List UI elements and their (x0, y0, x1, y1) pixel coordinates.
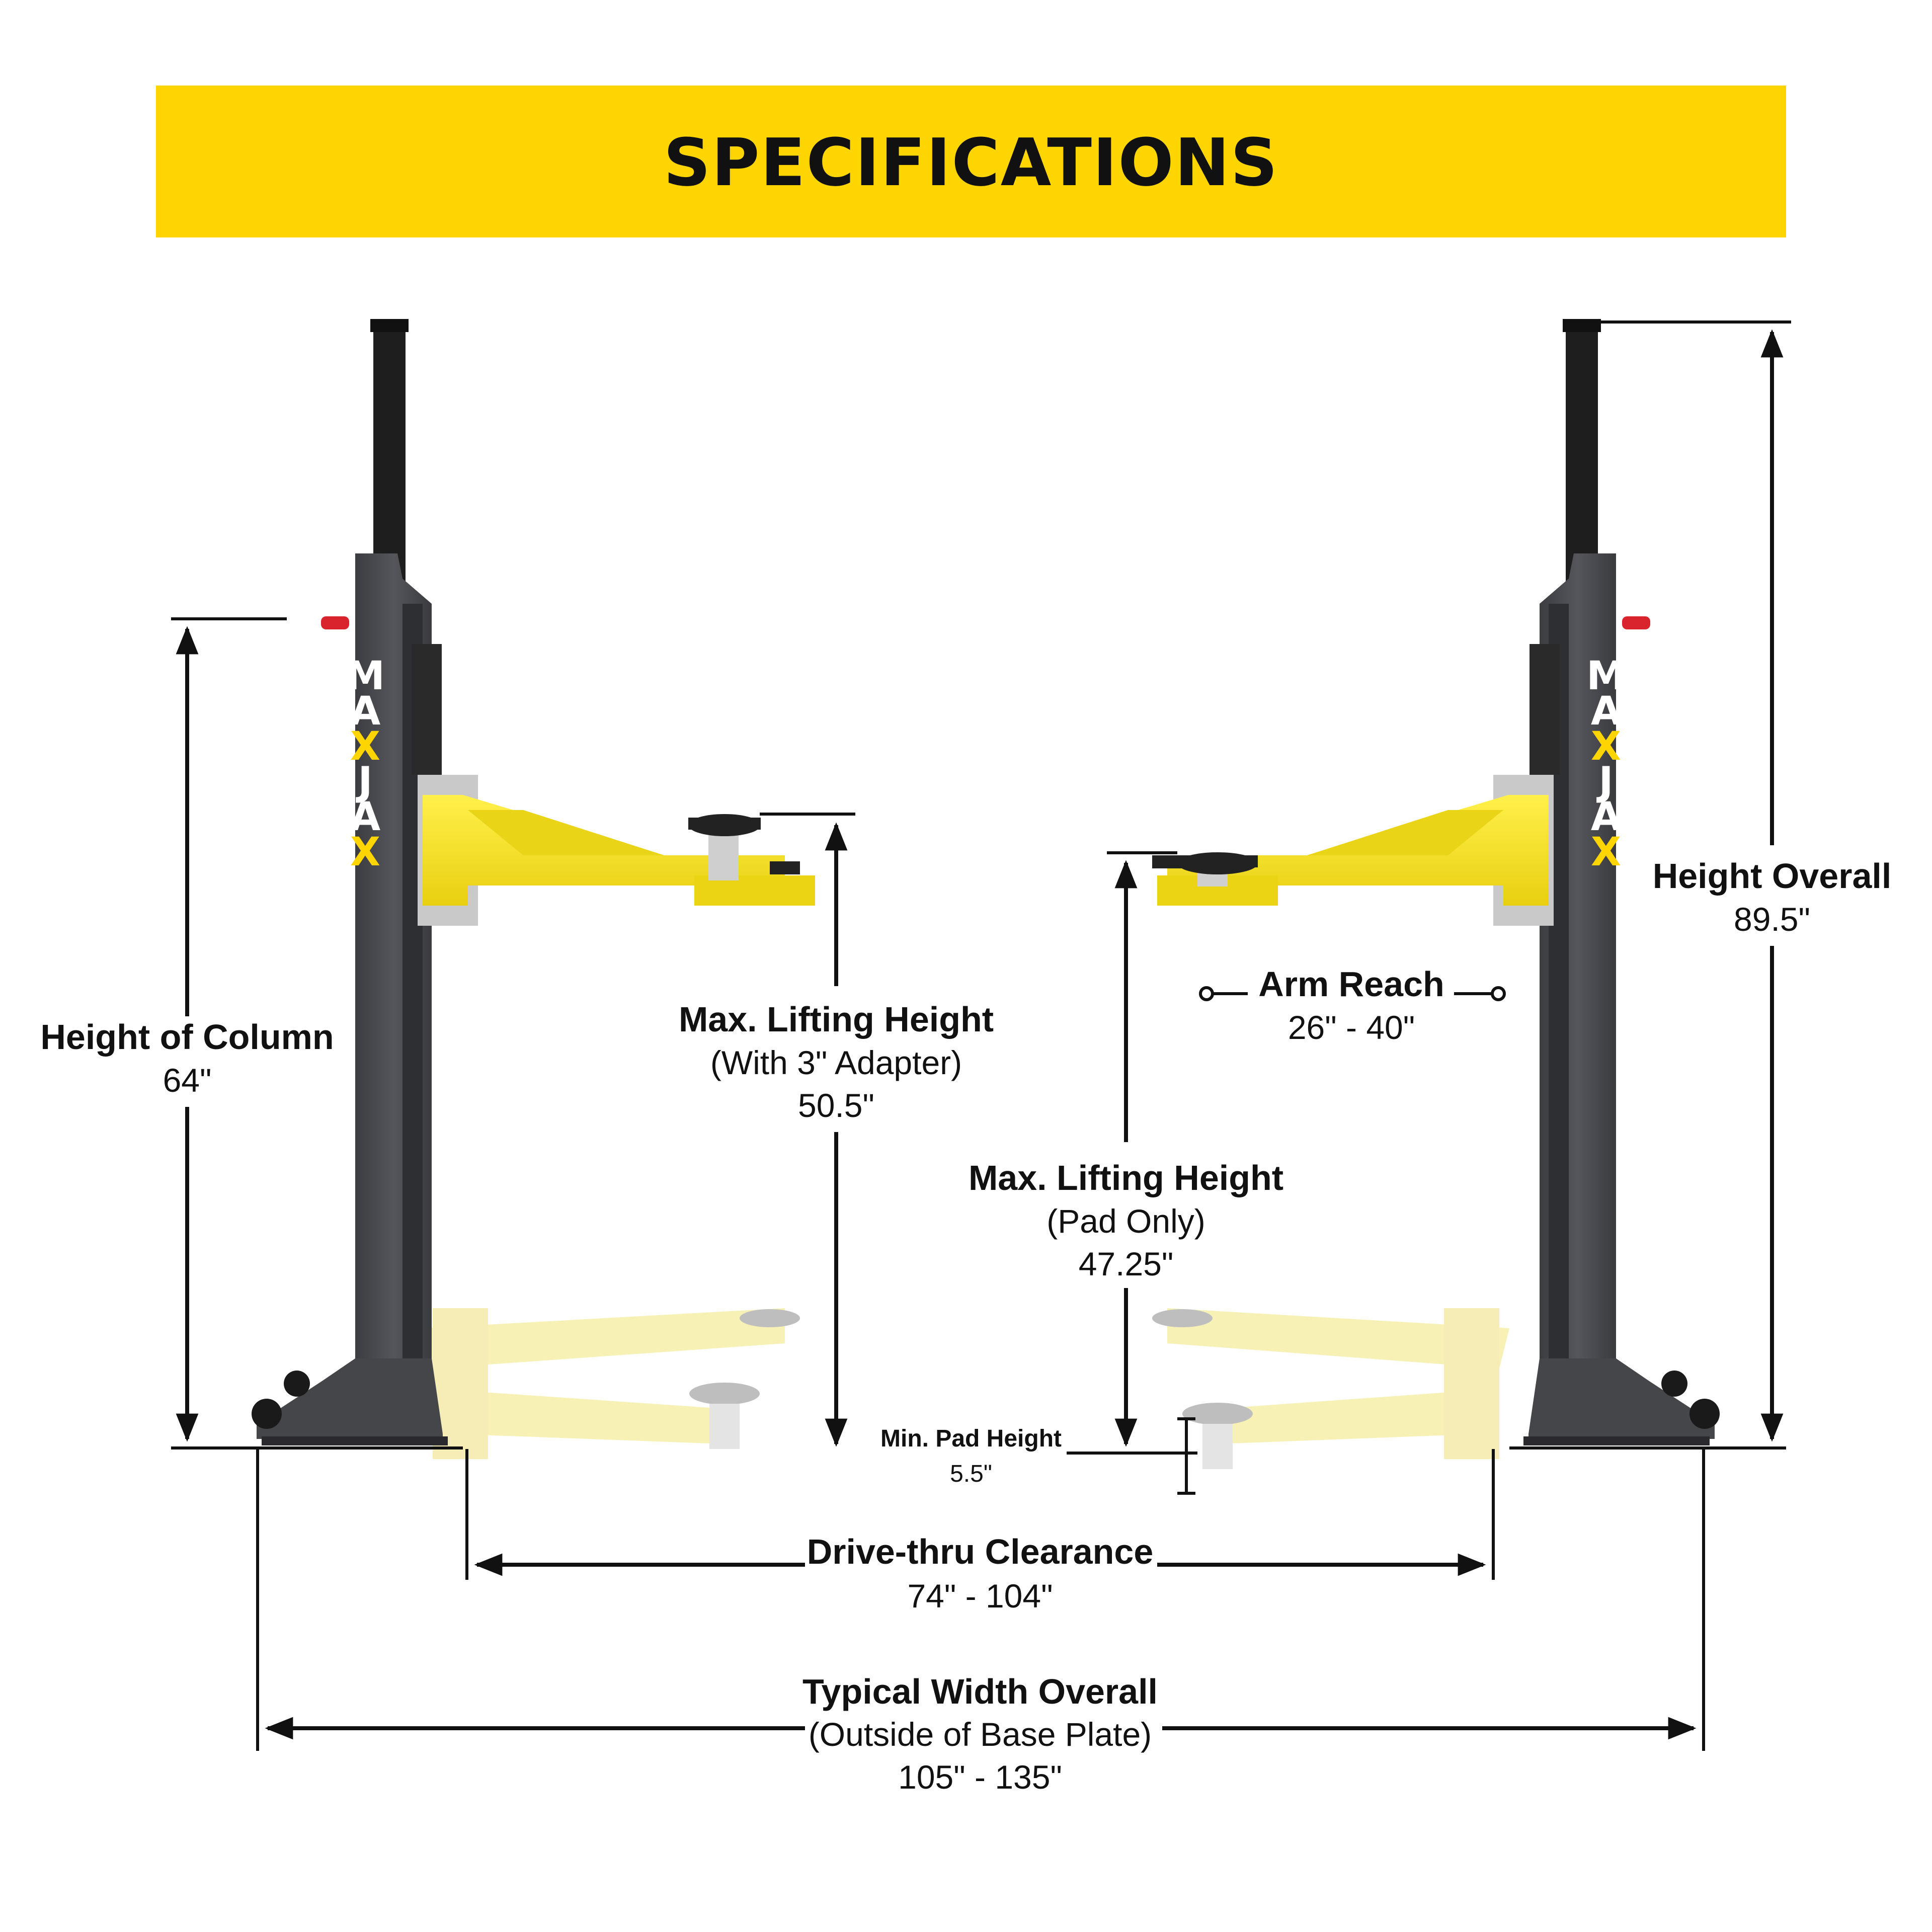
svg-text:Drive-thru Clearance: Drive-thru Clearance (807, 1532, 1154, 1571)
right-release-handle (1622, 616, 1650, 629)
svg-text:50.5": 50.5" (798, 1087, 874, 1124)
svg-text:105" - 135": 105" - 135" (898, 1758, 1062, 1796)
svg-text:26" - 40": 26" - 40" (1288, 1009, 1415, 1046)
svg-text:5.5": 5.5" (950, 1461, 992, 1487)
svg-text:X: X (350, 830, 380, 875)
dim-typical-width-overall: Typical Width Overall (Outside of Base P… (256, 1449, 1705, 1796)
left-lowered-arms (423, 1308, 800, 1459)
svg-text:89.5": 89.5" (1734, 901, 1810, 938)
right-lowered-arms (1152, 1308, 1509, 1469)
page-title: SPECIFICATIONS (664, 124, 1279, 201)
dim-max-lifting-adapter: Max. Lifting Height (With 3" Adapter) 50… (679, 813, 994, 1447)
svg-text:(Outside of Base Plate): (Outside of Base Plate) (809, 1716, 1152, 1753)
svg-text:Typical Width Overall: Typical Width Overall (802, 1672, 1158, 1711)
dim-height-overall: Height Overall 89.5" (1600, 320, 1892, 1442)
svg-text:Min. Pad Height: Min. Pad Height (880, 1425, 1062, 1452)
svg-text:A: A (1591, 689, 1621, 734)
left-logo: M A X J A X (346, 654, 385, 875)
left-release-handle (321, 616, 349, 629)
header-banner (156, 86, 1786, 237)
svg-text:M: M (1586, 654, 1626, 699)
svg-text:M: M (346, 654, 385, 699)
svg-text:X: X (350, 724, 380, 769)
dim-min-pad-height: Min. Pad Height 5.5" (880, 1417, 1197, 1495)
svg-text:X: X (1591, 724, 1621, 769)
svg-text:A: A (1591, 794, 1621, 840)
svg-text:(With 3" Adapter): (With 3" Adapter) (710, 1044, 962, 1081)
svg-text:Height Overall: Height Overall (1653, 856, 1892, 896)
dim-max-lifting-pad: Max. Lifting Height (Pad Only) 47.25" (969, 851, 1283, 1447)
svg-text:J: J (1596, 759, 1613, 804)
right-logo: M A X J A X (1586, 654, 1626, 875)
svg-text:A: A (350, 689, 380, 734)
svg-text:A: A (350, 794, 380, 840)
svg-text:Max. Lifting Height: Max. Lifting Height (679, 1000, 994, 1039)
left-column-assembly: M A X J A X (252, 319, 815, 1459)
svg-text:64": 64" (163, 1062, 212, 1099)
svg-text:J: J (355, 759, 372, 804)
svg-text:47.25": 47.25" (1079, 1245, 1174, 1282)
svg-text:74" - 104": 74" - 104" (907, 1577, 1053, 1615)
svg-text:Arm Reach: Arm Reach (1258, 964, 1444, 1004)
right-column-assembly: M A X J A X (1152, 319, 1720, 1469)
svg-text:(Pad Only): (Pad Only) (1046, 1202, 1205, 1240)
svg-text:Height of Column: Height of Column (40, 1017, 334, 1057)
dim-drive-thru-clearance: Drive-thru Clearance 74" - 104" (465, 1449, 1495, 1615)
svg-text:Max. Lifting Height: Max. Lifting Height (969, 1158, 1283, 1197)
dim-height-of-column: Height of Column 64" (40, 617, 334, 1442)
dim-arm-reach: Arm Reach 26" - 40" (1199, 964, 1506, 1046)
svg-text:X: X (1591, 830, 1621, 875)
